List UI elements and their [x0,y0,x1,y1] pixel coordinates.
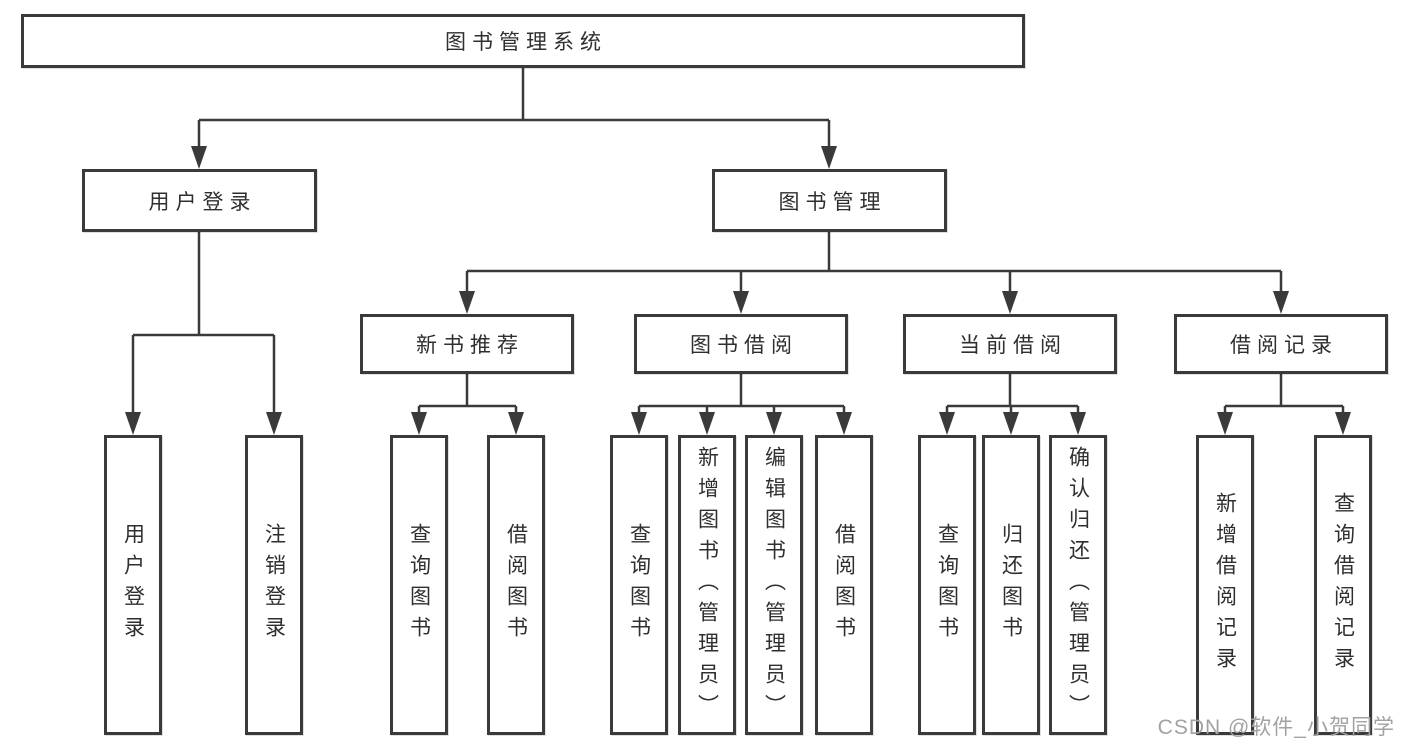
leaf-query-books-1: 查询图书 [390,435,448,735]
leaf-query-books-3: 查询图书 [918,435,976,735]
leaf-label: 注销登录 [262,523,286,647]
leaf-label: 确认归还（管理员） [1066,445,1090,725]
node-current-borrowing: 当前借阅 [903,314,1117,374]
leaf-confirm-return-admin: 确认归还（管理员） [1049,435,1107,735]
leaf-return-books: 归还图书 [982,435,1040,735]
leaf-label: 编辑图书（管理员） [762,445,786,725]
node-new-book-recommend: 新书推荐 [360,314,574,374]
leaf-label: 借阅图书 [504,523,528,647]
leaf-label: 归还图书 [999,523,1023,647]
node-book-management-module: 图书管理 [712,169,947,232]
node-system-root: 图书管理系统 [21,14,1025,68]
leaf-add-borrow-record: 新增借阅记录 [1196,435,1254,735]
leaf-label: 用户登录 [121,523,145,647]
leaf-label: 新增借阅记录 [1213,492,1237,678]
node-borrowing-records: 借阅记录 [1174,314,1388,374]
leaf-user-login: 用户登录 [104,435,162,735]
leaf-borrow-books-2: 借阅图书 [815,435,873,735]
leaf-label: 查询图书 [627,523,651,647]
leaf-label: 查询借阅记录 [1331,492,1355,678]
leaf-borrow-books-1: 借阅图书 [487,435,545,735]
csdn-watermark: CSDN @软件_小贺同学 [1157,716,1395,739]
leaf-edit-books-admin: 编辑图书（管理员） [745,435,803,735]
node-user-login-module: 用户登录 [82,169,317,232]
leaf-label: 新增图书（管理员） [695,445,719,725]
leaf-label: 查询图书 [407,523,431,647]
leaf-query-borrow-record: 查询借阅记录 [1314,435,1372,735]
leaf-add-books-admin: 新增图书（管理员） [678,435,736,735]
leaf-query-books-2: 查询图书 [610,435,668,735]
leaf-logout: 注销登录 [245,435,303,735]
leaf-label: 查询图书 [935,523,959,647]
leaf-label: 借阅图书 [832,523,856,647]
node-book-borrowing: 图书借阅 [634,314,848,374]
